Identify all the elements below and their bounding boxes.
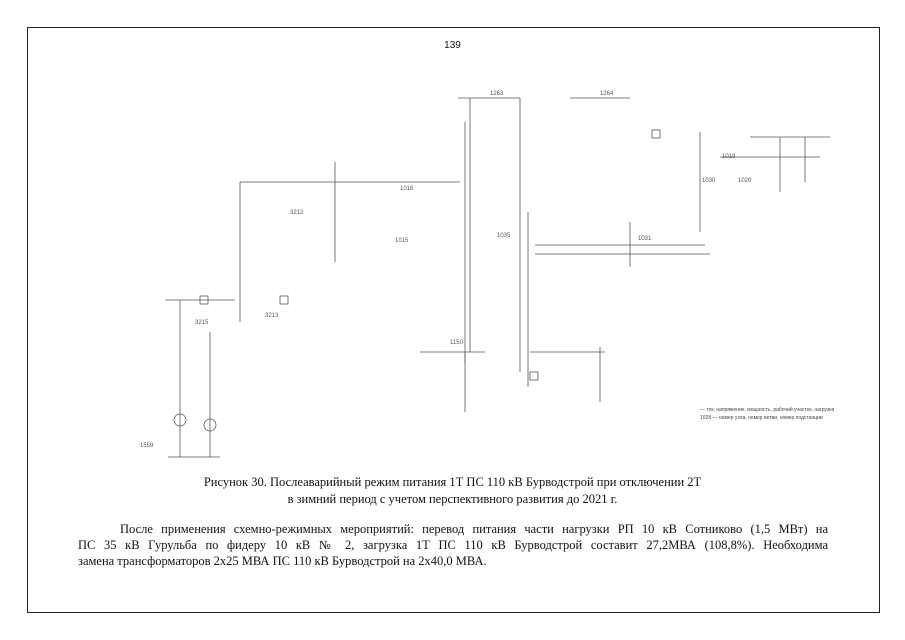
caption-line-1: Рисунок 30. Послеаварийный режим питания… [203,475,702,489]
bus-label-3: 1035 [497,233,511,239]
bus-label-12: 3212 [290,210,304,216]
bus-label-1: 1263 [490,91,504,97]
paragraph-line-2: ПС 35 кВ Гурульба по фидеру 10 кВ № 2, з… [78,538,828,552]
bus-label-2: 1264 [600,91,614,97]
paragraph-line-1: После применения схемно-режимных меропри… [120,522,828,536]
network-diagram: 1263 1264 1035 1015 1016 1030 1150 1018 … [60,62,880,472]
schematic-svg: 1263 1264 1035 1015 1016 1030 1150 1018 … [140,91,830,458]
bus-label-8: 1018 [722,154,736,160]
body-paragraph: После применения схемно-режимных меропри… [78,521,828,569]
page-frame [27,27,880,613]
legend-item-2: 1028 — номер узла, номер ветви, номер по… [700,415,823,421]
bus-label-4: 1015 [395,238,409,244]
bus-label-13: 1559 [140,443,154,449]
bus-label-9: 1031 [638,236,652,242]
page-number: 139 [444,40,461,51]
figure-caption: Рисунок 30. Послеаварийный режим питания… [120,474,785,508]
bus-label-14: 1020 [738,178,752,184]
bus-label-10: 3215 [195,320,209,326]
bus-label-6: 1030 [702,178,716,184]
bus-label-7: 1150 [450,340,464,346]
caption-line-2: в зимний период с учетом перспективного … [287,492,618,506]
legend-item-1: — ток, напряжение, мощность, рабочий уча… [700,407,835,413]
diagram-legend: — ток, напряжение, мощность, рабочий уча… [700,406,875,422]
paragraph-line-3: замена трансформаторов 2х25 МВА ПС 110 к… [78,554,487,568]
bus-label-5: 1016 [400,186,414,192]
bus-label-11: 3213 [265,313,279,319]
